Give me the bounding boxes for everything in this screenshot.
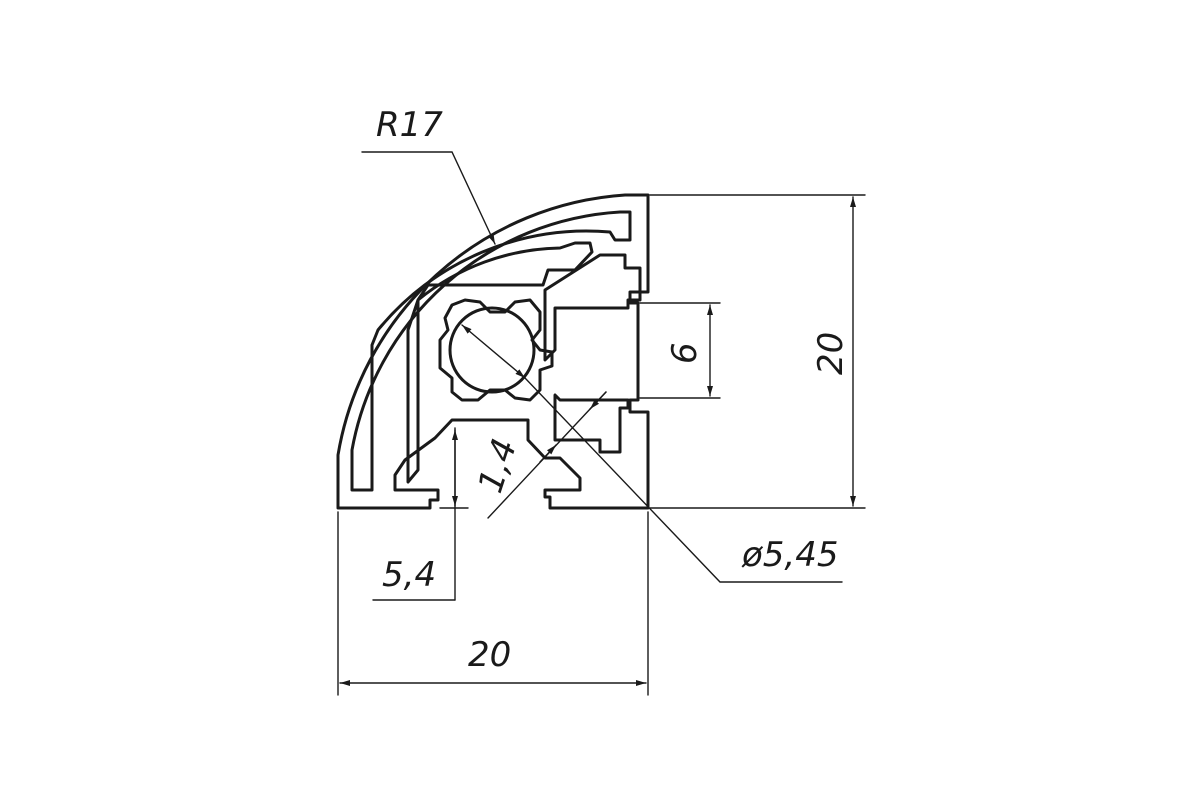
radius-label: R17: [376, 105, 443, 145]
profile-right-slot: [553, 393, 630, 454]
wall-thickness-arrow-lower: [539, 444, 557, 463]
profile-inner-arc-pocket: [406, 241, 594, 484]
wall-thickness-label: 1,4: [471, 434, 526, 498]
height-label: 20: [811, 332, 851, 375]
bore-diameter-label: ø5,45: [741, 535, 839, 575]
bore-diameter-dimension-line: [461, 324, 526, 379]
profile-bore-circle: [448, 306, 536, 394]
profile-arc-wall: [350, 210, 632, 492]
wall-thickness-arrow-upper: [589, 391, 607, 410]
slot-depth-label: 5,4: [382, 555, 436, 595]
bore-diameter-leader: [524, 377, 843, 583]
profile-central-bore: [438, 298, 554, 402]
width-label: 20: [468, 635, 511, 675]
radius-leader-line: [361, 151, 496, 245]
slot-width-label: 6: [665, 342, 705, 364]
profile-outer-contour: [336, 193, 650, 510]
